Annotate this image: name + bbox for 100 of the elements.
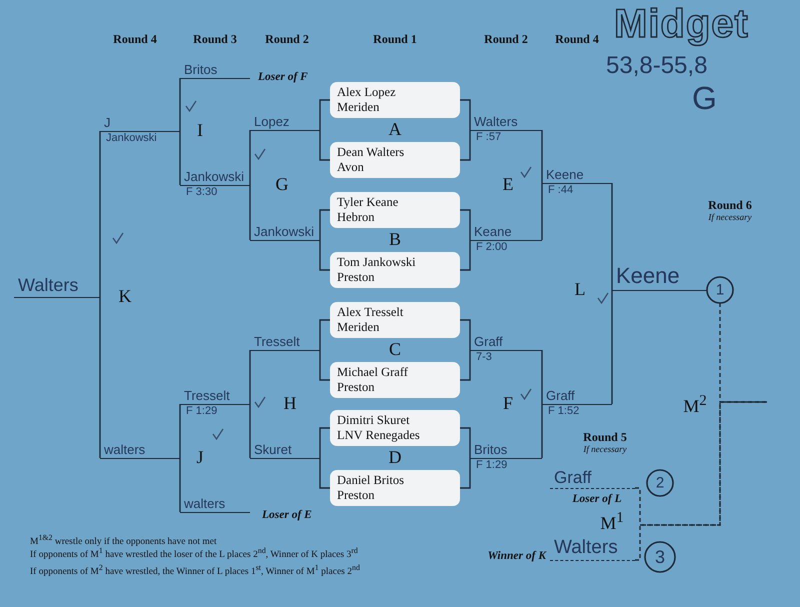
wrestler-name: Tyler Keane <box>337 195 398 210</box>
handwritten-name: Britos <box>474 442 508 458</box>
bracket-line <box>319 350 330 381</box>
handwritten-name: Graff <box>546 388 575 404</box>
bracket-line <box>99 297 101 459</box>
handwritten-name: Tresselt <box>254 334 300 350</box>
round-heading: Round 2 <box>484 32 528 46</box>
wrestler-name: Daniel Britos <box>337 473 404 488</box>
result-note: F 1:29 <box>186 405 218 418</box>
slot-caption: Loser of F <box>258 70 308 84</box>
footnote: If opponents of M$^{2}$ have wrestled, the Winner of L places 1$^{st}$, Winner of M$^{1}$ places 2$^{nd}$ <box>30 562 360 578</box>
match-letter: L <box>574 279 586 299</box>
team-name: Preston <box>337 380 374 395</box>
team-name: Meriden <box>337 100 380 115</box>
bracket-line <box>541 349 543 404</box>
name-card <box>330 252 460 288</box>
place-number: 1 <box>716 282 724 298</box>
handwritten-name: Walters <box>474 114 518 130</box>
division-title: Midget <box>614 2 749 46</box>
handwritten-name: walters <box>184 496 226 512</box>
slot-caption: Loser of L <box>572 492 622 506</box>
match-letter: E <box>502 174 514 194</box>
handwritten-letter: G <box>692 80 717 117</box>
handwritten-name: Keane <box>474 224 512 240</box>
match-letter: I <box>197 120 203 140</box>
wrestler-name: Alex Lopez <box>337 85 396 100</box>
name-card <box>330 302 460 338</box>
team-name: Avon <box>337 160 364 175</box>
bracket-line <box>249 349 251 404</box>
handwritten-name: Lopez <box>254 114 290 130</box>
handwritten-name: Jankowski <box>254 224 314 240</box>
wrestler-name: Dimitri Skuret <box>337 413 410 428</box>
round-note: If necessary <box>583 444 627 455</box>
bracket-line <box>179 458 181 513</box>
match-letter: H <box>284 393 296 413</box>
bracket-line <box>319 99 330 130</box>
bracket-line <box>611 182 613 290</box>
round-heading: Round 6 <box>708 198 752 212</box>
bracket-line <box>635 401 767 561</box>
place-number: 3 <box>655 548 665 566</box>
bracket-line <box>719 303 767 403</box>
match-letter: C <box>389 339 401 359</box>
round-heading: Round 3 <box>193 32 237 46</box>
round-heading: Round 4 <box>113 32 157 46</box>
handwritten-name: J <box>104 115 110 131</box>
result-note: F 3:30 <box>186 186 218 199</box>
bracket-line <box>541 183 543 241</box>
handwritten-name: Skuret <box>254 442 292 458</box>
footnote: If opponents of M$^{1}$ have wrestled the loser of the L places 2$^{nd}$, Winner of K places 3$^{rd}$ <box>30 546 358 562</box>
bracket-line <box>541 404 543 459</box>
bracket-line <box>319 427 330 458</box>
bracket-line <box>460 350 471 381</box>
result-note: F :57 <box>476 131 502 144</box>
name-card <box>330 82 460 118</box>
result-note: F 2:00 <box>476 241 508 254</box>
round-heading: Round 4 <box>555 32 599 46</box>
name-card <box>330 192 460 228</box>
match-letter: F <box>503 393 513 413</box>
bracket-line <box>541 129 543 183</box>
slot-caption: Loser of E <box>262 508 312 522</box>
bracket-line <box>249 404 251 459</box>
match-letter: G <box>276 174 288 194</box>
bracket-line <box>249 129 251 185</box>
slot-caption: Winner of K <box>488 549 546 563</box>
round-heading: Round 1 <box>373 32 417 46</box>
handwritten-name: Keene <box>616 262 680 290</box>
bracket-line <box>249 185 251 241</box>
bracket-line <box>460 209 471 240</box>
bracket-line <box>460 458 471 489</box>
bracket-line <box>179 403 181 458</box>
team-name: Preston <box>337 270 374 285</box>
handwritten-name: Walters <box>554 536 618 560</box>
bracket-line <box>319 458 330 489</box>
team-name: Hebron <box>337 210 374 225</box>
bracket-line <box>319 240 330 271</box>
bracket-line <box>319 209 330 240</box>
bracket-line <box>99 130 101 297</box>
handwritten-name: Tresselt <box>184 388 230 404</box>
round-heading: Round 5 <box>583 430 627 444</box>
bracket-line <box>319 130 330 161</box>
team-name: Meriden <box>337 320 380 335</box>
handwritten-name: walters <box>104 442 146 458</box>
bracket-line <box>460 427 471 458</box>
name-card <box>330 470 460 506</box>
wrestler-name: Alex Tresselt <box>337 305 404 320</box>
match-letter: K <box>118 286 132 306</box>
handwritten-name: Britos <box>184 62 218 78</box>
wrestler-name: Michael Graff <box>337 365 408 380</box>
bracket-line <box>319 319 330 350</box>
match-letter: D <box>388 447 402 467</box>
name-card <box>330 142 460 178</box>
result-note: 7-3 <box>476 351 492 364</box>
round-heading: Round 2 <box>265 32 309 46</box>
match-letter: B <box>389 229 401 249</box>
team-name: Preston <box>337 488 374 503</box>
wrestler-name: Tom Jankowski <box>337 255 416 270</box>
bracket-line <box>460 99 471 130</box>
weight-range: 53,8-55,8 <box>606 52 708 80</box>
match-letter: M$^{2}$ <box>683 392 707 416</box>
bracket-line <box>179 77 181 131</box>
